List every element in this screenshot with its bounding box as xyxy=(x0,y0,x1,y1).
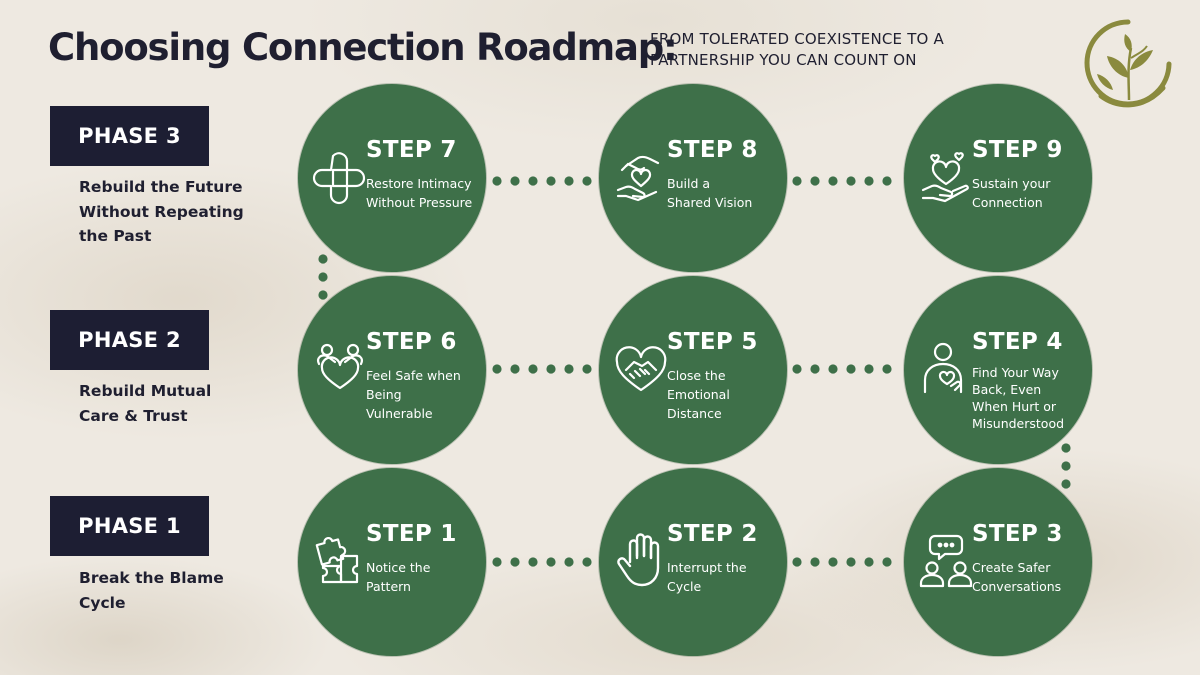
step-7-text: Restore Intimacy Without Pressure xyxy=(366,176,473,210)
hands-heart-icon xyxy=(616,155,660,202)
step-6-circle: STEP 6 Feel Safe when Being Vulnerable xyxy=(298,276,486,464)
step-1-title: STEP 1 xyxy=(366,521,457,547)
step-3-circle: STEP 3 Create Safer Conversations xyxy=(904,468,1092,656)
step-7-circle: STEP 7 Restore Intimacy Without Pressure xyxy=(298,84,486,272)
stop-hand-icon xyxy=(617,533,660,587)
puzzle-icon xyxy=(315,537,359,584)
phase-1-badge: PHASE 1 xyxy=(50,496,209,556)
step-5-text: Close the Emotional Distance xyxy=(667,368,730,421)
step-2-circle: STEP 2 Interrupt the Cycle xyxy=(599,468,787,656)
step-3-text: Create Safer Conversations xyxy=(972,560,1062,594)
step-2-text: Interrupt the Cycle xyxy=(667,560,747,594)
page-title: Choosing Connection Roadmap: xyxy=(48,26,678,69)
step-8-title: STEP 8 xyxy=(667,137,758,163)
step-9-circle: STEP 9 Sustain your Connection xyxy=(904,84,1092,272)
step-9-text: Sustain your Connection xyxy=(972,176,1051,210)
step-9-title: STEP 9 xyxy=(972,137,1063,163)
page-subtitle: FROM TOLERATED COEXISTENCE TO A PARTNERS… xyxy=(650,30,944,69)
step-1-text: Notice the Pattern xyxy=(366,560,431,594)
step-4-title: STEP 4 xyxy=(972,329,1063,355)
step-8-text: Build a Shared Vision xyxy=(667,176,753,210)
phase-1-description: Break the Blame Cycle xyxy=(79,569,224,612)
person-hand-heart-icon xyxy=(923,342,963,394)
step-6-title: STEP 6 xyxy=(366,329,457,355)
bandage-heart-icon xyxy=(312,152,366,205)
heart-handshake-icon xyxy=(615,346,667,392)
step-7-title: STEP 7 xyxy=(366,137,457,163)
step-6-text: Feel Safe when Being Vulnerable xyxy=(366,368,461,421)
hand-heart-icon xyxy=(921,152,969,203)
step-8-circle: STEP 8 Build a Shared Vision xyxy=(599,84,787,272)
embrace-heart-icon xyxy=(317,343,363,390)
step-4-circle: STEP 4 Find Your Way Back, Even When Hur… xyxy=(904,276,1092,464)
leaf-logo-icon xyxy=(1084,19,1172,108)
phase-2-description: Rebuild Mutual Care & Trust xyxy=(79,382,212,425)
phase-3-badge: PHASE 3 xyxy=(50,106,209,166)
step-3-title: STEP 3 xyxy=(972,521,1063,547)
connector-dots xyxy=(318,176,1071,567)
step-1-circle: STEP 1 Notice the Pattern xyxy=(298,468,486,656)
step-5-circle: STEP 5 Close the Emotional Distance xyxy=(599,276,787,464)
phase-3-description: Rebuild the Future Without Repeating the… xyxy=(79,178,244,245)
people-chat-icon xyxy=(919,534,973,588)
step-4-text: Find Your Way Back, Even When Hurt or Mi… xyxy=(972,365,1065,431)
phase-2-badge: PHASE 2 xyxy=(50,310,209,370)
step-5-title: STEP 5 xyxy=(667,329,758,355)
step-2-title: STEP 2 xyxy=(667,521,758,547)
